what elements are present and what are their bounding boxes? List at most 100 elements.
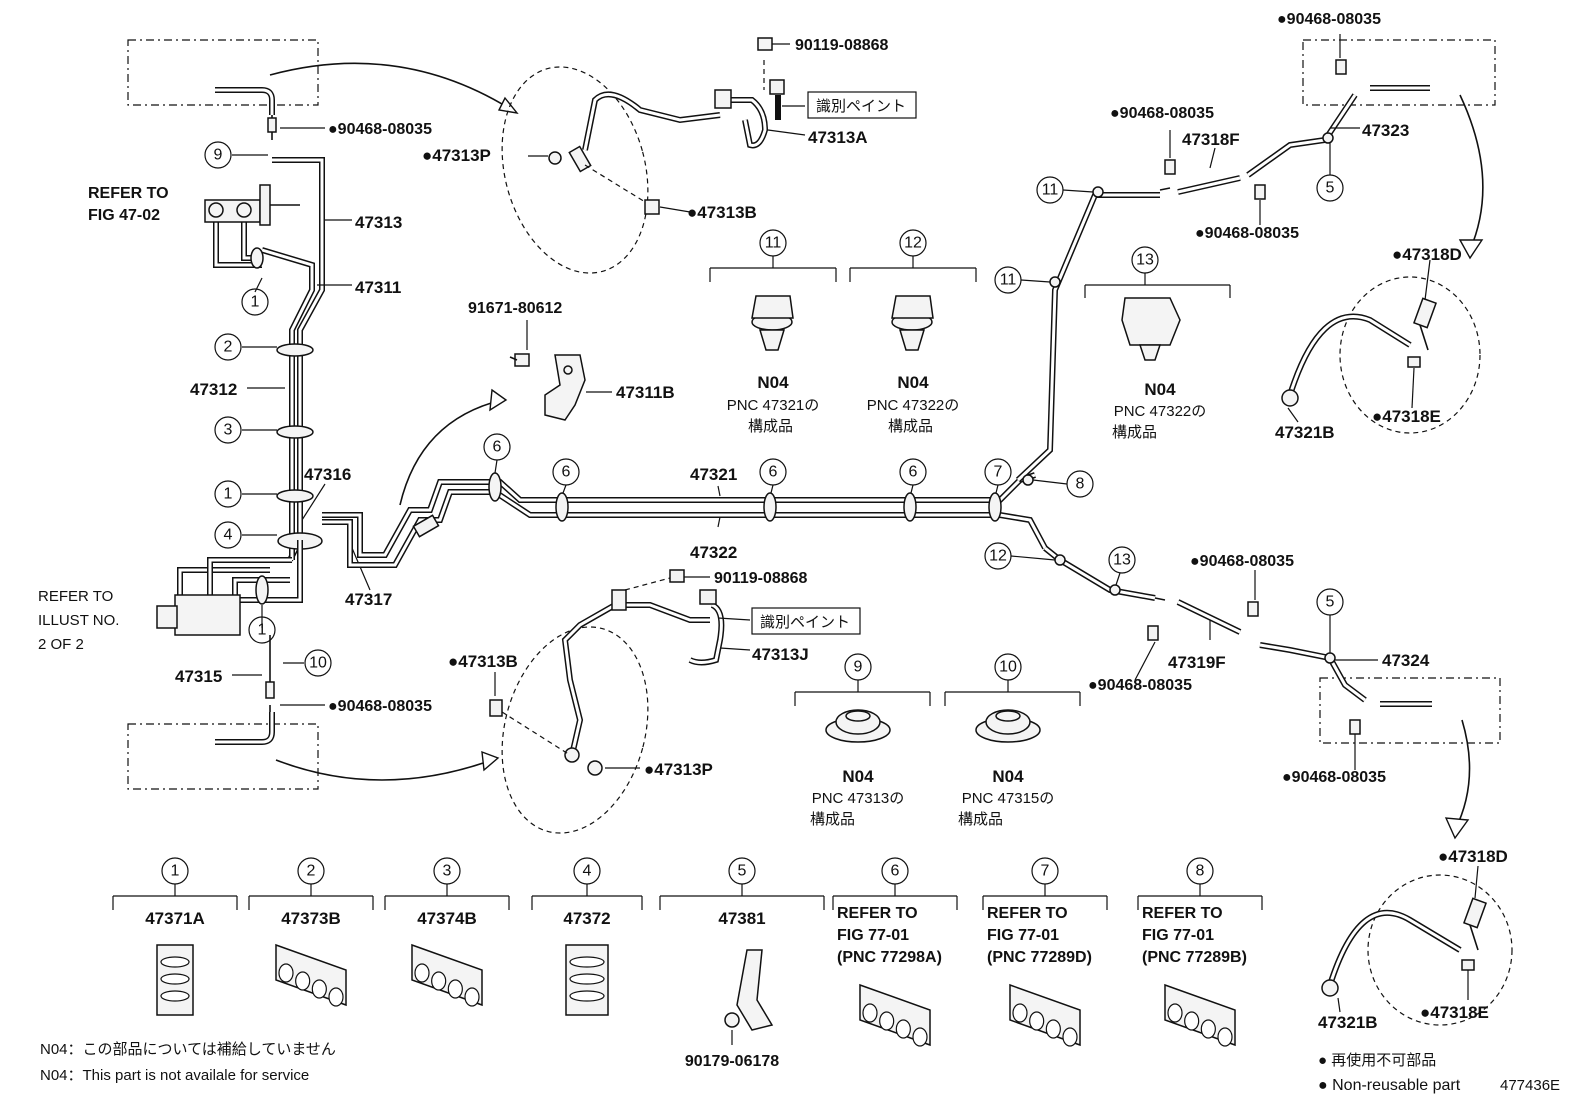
svg-text:2 OF 2: 2 OF 2	[38, 636, 84, 653]
part-47321: 47321	[690, 465, 737, 484]
legend-refer-text: FIG 77-01	[837, 927, 909, 944]
svg-text:6: 6	[909, 464, 918, 481]
clip-group-10: 10 N04 PNC 47315の 構成品	[944, 653, 1081, 828]
legend-callout-number: 6	[891, 863, 900, 880]
part-91671-80612: 91671-80612	[468, 300, 562, 317]
legend-clamps: 147371A247373B347374B44737254738190179-0…	[112, 857, 1263, 1070]
part-47318E-a: ●47318E	[1372, 407, 1441, 426]
svg-text:N04: N04	[992, 767, 1024, 786]
top-right-hose	[1159, 34, 1496, 260]
svg-text:構成品: 構成品	[810, 811, 855, 828]
svg-text:PNC 47313の: PNC 47313の	[812, 790, 905, 807]
svg-text:識別ペイント: 識別ペイント	[760, 614, 850, 631]
svg-text:構成品: 構成品	[748, 418, 793, 435]
clamp-drawing	[859, 983, 931, 1047]
part-90468-d: ●90468-08035	[1110, 105, 1214, 122]
part-47318F: 47318F	[1182, 130, 1240, 149]
svg-text:1: 1	[224, 486, 233, 503]
rear-hose-detail-top	[1281, 259, 1481, 434]
clip-group-11: 11 N04 PNC 47321の 構成品	[709, 229, 837, 435]
clamp-drawing	[1009, 983, 1081, 1047]
svg-text:11: 11	[1042, 182, 1059, 199]
svg-text:4: 4	[224, 527, 233, 544]
svg-text:6: 6	[769, 464, 778, 481]
legend-refer-text: (PNC 77298A)	[837, 949, 942, 966]
part-47313B-top: ●47313B	[687, 203, 757, 222]
footnote-jp: N04：この部品については補給していません	[40, 1041, 336, 1058]
callouts-left: 9 2 3 1 1 4 1 10	[204, 141, 332, 677]
clip-group-9: 9 N04 PNC 47313の 構成品	[794, 653, 931, 828]
svg-text:3: 3	[224, 422, 233, 439]
svg-text:9: 9	[214, 147, 223, 164]
part-90468-a: ●90468-08035	[328, 121, 432, 138]
part-90119-bot: 90119-08868	[714, 570, 808, 587]
svg-text:構成品: 構成品	[1112, 424, 1157, 441]
part-47313: 47313	[355, 213, 402, 232]
hose-detail-box-right-top	[1302, 39, 1496, 106]
svg-text:FIG 47-02: FIG 47-02	[88, 207, 160, 224]
legend-callout-number: 8	[1196, 863, 1205, 880]
flex-hose-detail-top	[501, 37, 806, 274]
left-pipe-bundle	[127, 39, 519, 790]
svg-text:7: 7	[994, 464, 1003, 481]
bolt-drawing	[724, 1012, 740, 1028]
part-47313A: 47313A	[808, 128, 868, 147]
legend-part-number: 47372	[563, 909, 610, 928]
svg-text:12: 12	[989, 548, 1007, 565]
legend-refer-text: REFER TO	[837, 905, 918, 922]
svg-text:8: 8	[1076, 476, 1085, 493]
rear-hose-detail-bottom	[1321, 865, 1513, 1026]
svg-text:N04: N04	[1144, 380, 1176, 399]
refer-fig-47-02: REFER TO FIG 47-02	[88, 185, 169, 224]
legend-refer-text: FIG 77-01	[987, 927, 1059, 944]
legend-part-number: 47374B	[417, 909, 477, 928]
legend-nonreusable-jp: ● 再使用不可部品	[1318, 1052, 1436, 1069]
svg-text:5: 5	[1326, 594, 1335, 611]
part-47313P-bot: ●47313P	[644, 760, 713, 779]
part-47318D-b: ●47318D	[1438, 847, 1508, 866]
svg-text:N04: N04	[897, 373, 929, 392]
part-47324: 47324	[1382, 651, 1430, 670]
bracket-drawing	[736, 949, 774, 1031]
clamp-drawing	[1164, 983, 1236, 1047]
clip-group-13: 13 N04 PNC 47322の 構成品	[1084, 246, 1231, 441]
part-47321B-b: 47321B	[1318, 1013, 1378, 1032]
clamp-drawing	[411, 943, 483, 1007]
legend-nonreusable-en: ● Non-reusable part	[1318, 1077, 1461, 1094]
footnote-en: N04：This part is not availale for servic…	[40, 1067, 309, 1084]
svg-text:構成品: 構成品	[888, 418, 933, 435]
svg-text:構成品: 構成品	[958, 811, 1003, 828]
abs-actuator	[174, 594, 241, 636]
svg-text:6: 6	[562, 464, 571, 481]
part-47318E-b: ●47318E	[1420, 1003, 1489, 1022]
paint-label-top: 識別ペイント	[807, 91, 917, 119]
legend-part-number: 47373B	[281, 909, 341, 928]
legend-item-4: 4 47372	[531, 857, 643, 1016]
clamp-drawing	[275, 943, 347, 1007]
legend-refer-text: REFER TO	[1142, 905, 1223, 922]
svg-text:12: 12	[904, 235, 922, 252]
part-47313J: 47313J	[752, 645, 809, 664]
part-90468-g: ●90468-08035	[1088, 677, 1192, 694]
legend-callout-number: 1	[171, 863, 180, 880]
legend-callout-number: 4	[583, 863, 592, 880]
svg-text:5: 5	[1326, 180, 1335, 197]
part-47316: 47316	[304, 465, 351, 484]
legend-refer-text: (PNC 77289B)	[1142, 949, 1247, 966]
svg-text:13: 13	[1113, 552, 1131, 569]
svg-text:11: 11	[765, 235, 782, 252]
part-47321B-a: 47321B	[1275, 423, 1335, 442]
svg-text:6: 6	[493, 439, 502, 456]
hose-detail-box-right-bottom	[1319, 677, 1501, 744]
part-90468-h: ●90468-08035	[1282, 769, 1386, 786]
callout-5-top: 5	[1316, 143, 1344, 202]
part-47318D-a: ●47318D	[1392, 245, 1462, 264]
callout-5-bottom: 5	[1316, 588, 1344, 653]
